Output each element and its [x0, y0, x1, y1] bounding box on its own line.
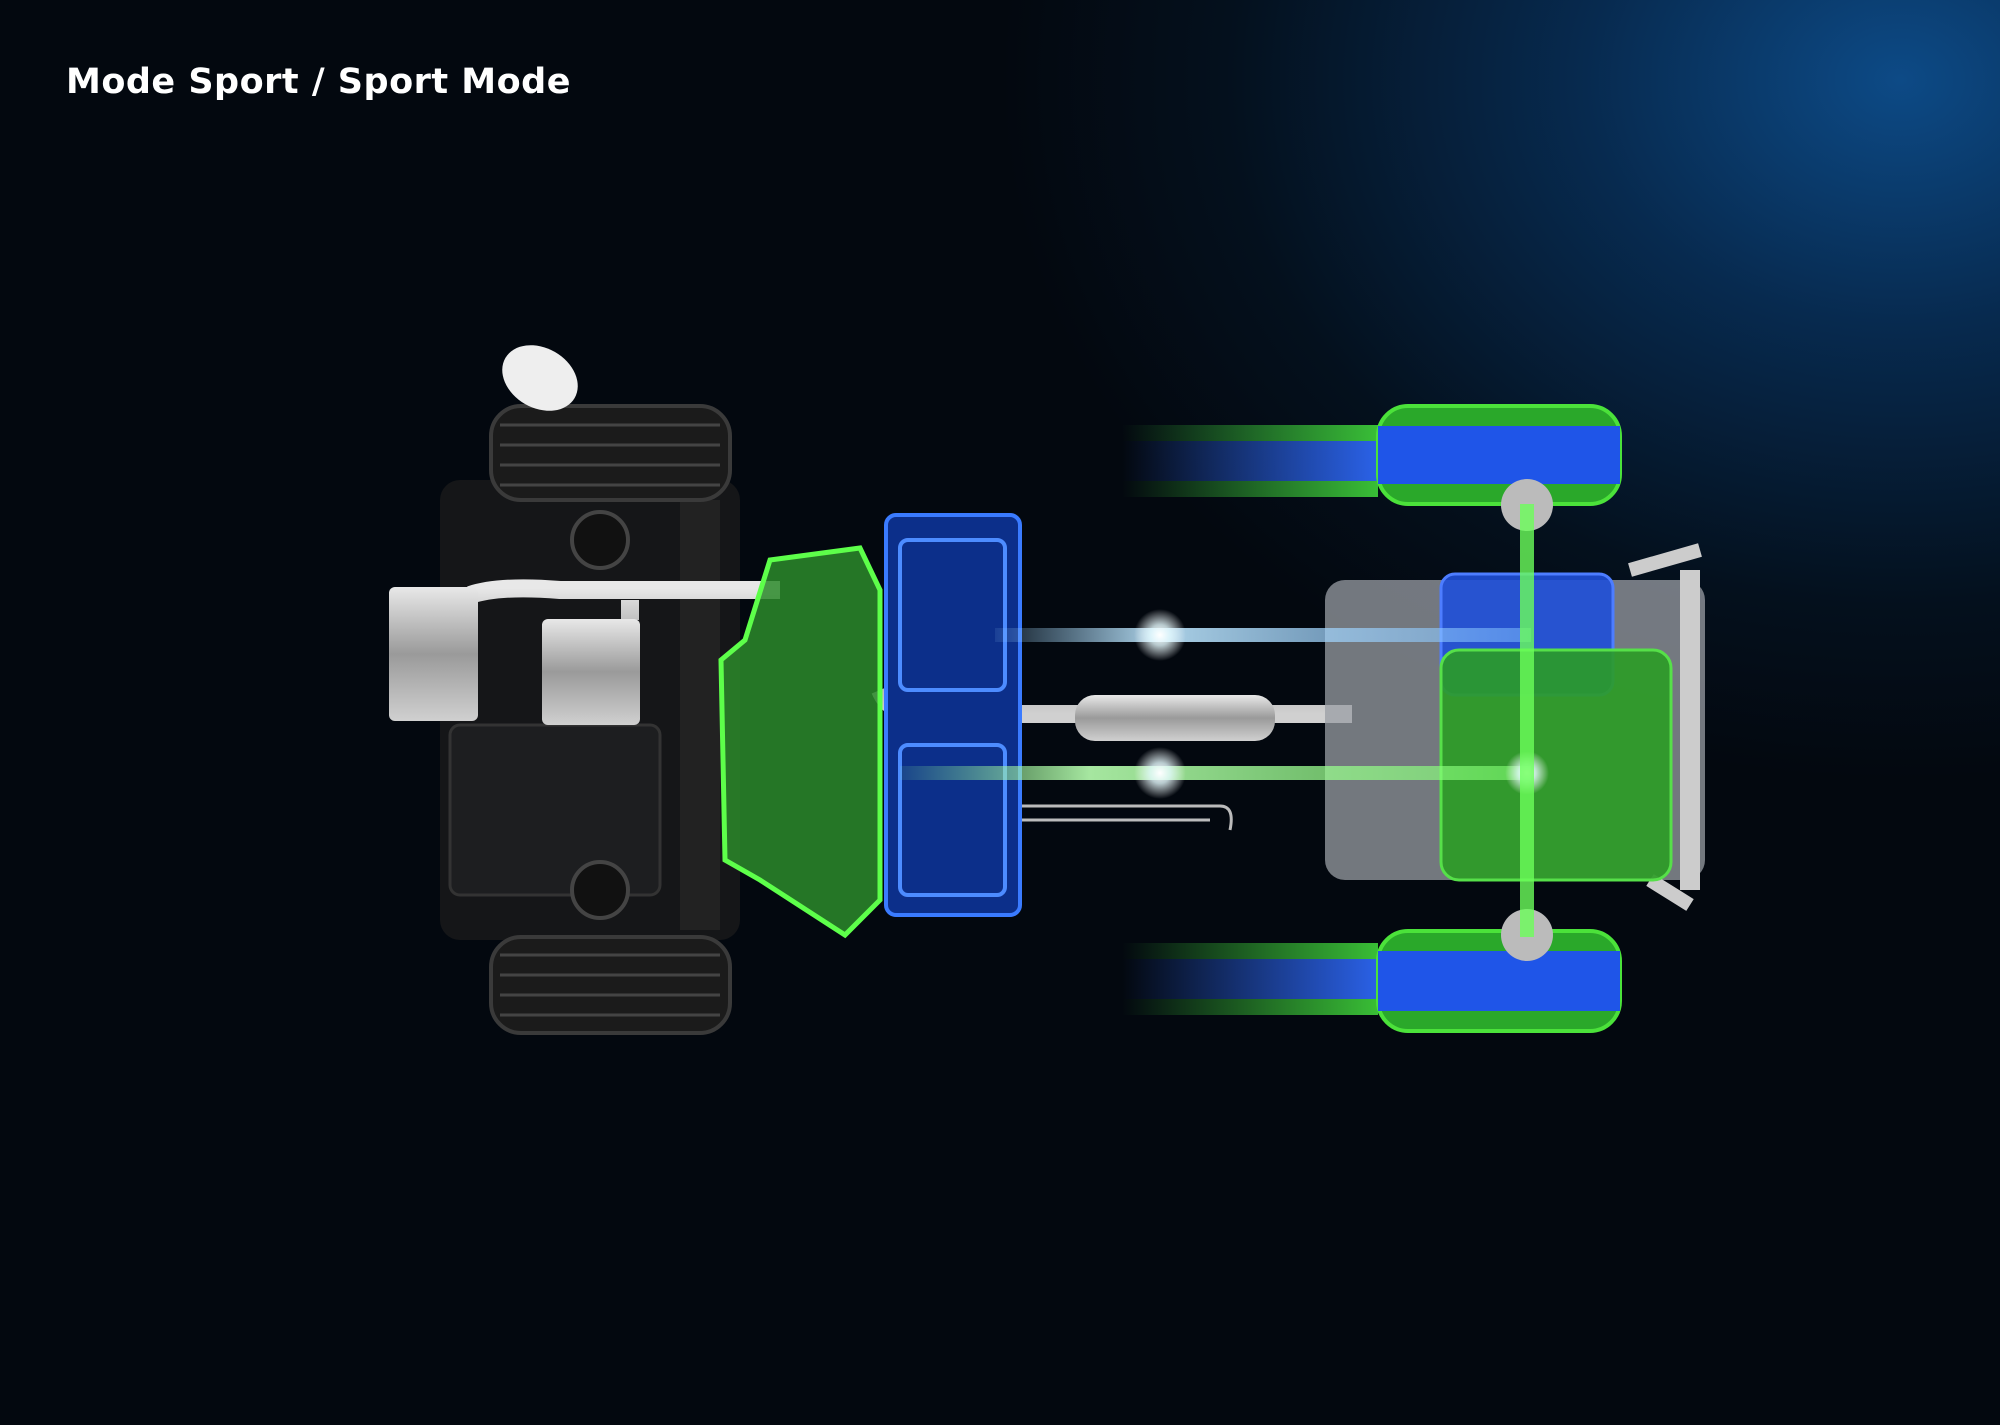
- front-wheel-right: [1376, 909, 1622, 1033]
- engine: [1439, 648, 1673, 882]
- battery-pack: [884, 513, 1022, 917]
- fuel-tank: [718, 545, 883, 939]
- front-wheel-left: [1376, 404, 1622, 531]
- speed-streaks: [1122, 425, 1378, 1015]
- energy-flow-thermal: [900, 504, 1549, 937]
- fuel-cap: [502, 345, 578, 411]
- energy-flow-electric: [995, 609, 1531, 661]
- page-title: Mode Sport / Sport Mode: [66, 62, 571, 102]
- rear-wheel-left: [489, 404, 732, 502]
- rear-wheel-right: [489, 935, 732, 1035]
